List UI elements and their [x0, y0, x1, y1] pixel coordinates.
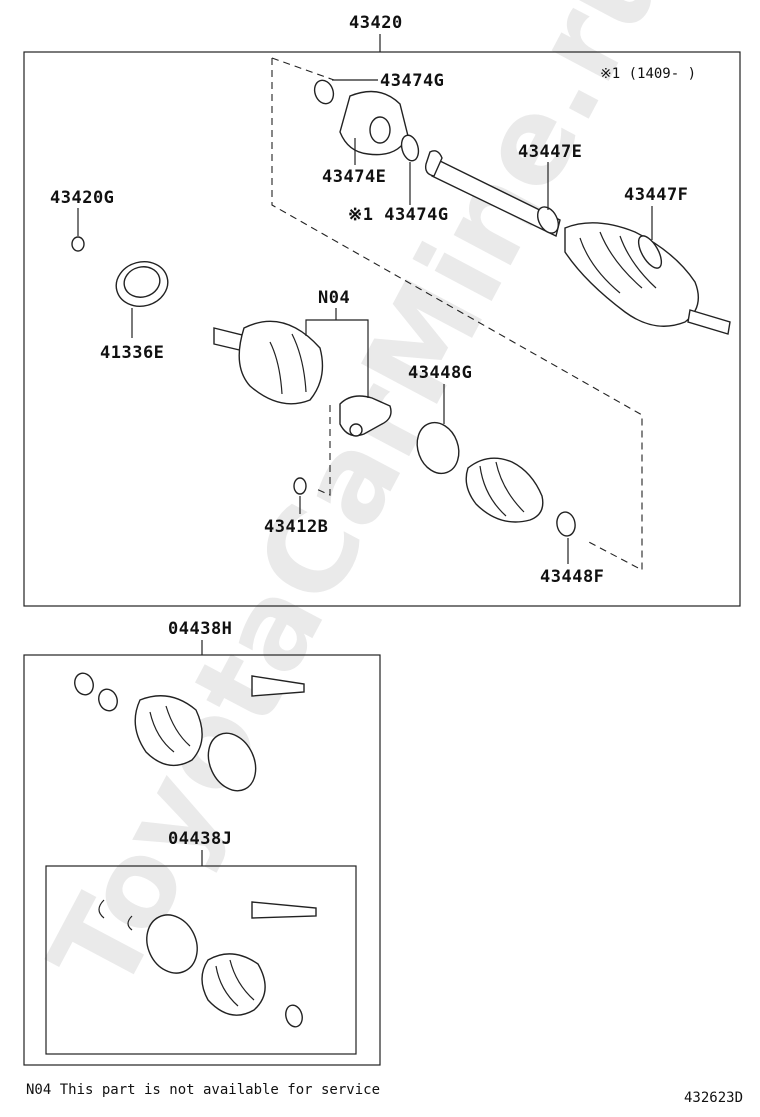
- label-43447F: 43447F: [624, 185, 688, 205]
- label-43474E: 43474E: [322, 167, 386, 187]
- inboard-joint-housing: [213, 320, 324, 405]
- inboard-boot: [465, 457, 544, 523]
- label-43447E: 43447E: [518, 142, 582, 162]
- group-frame-43420: [23, 51, 741, 607]
- label-43412B: 43412B: [264, 517, 328, 537]
- footnote: N04 This part is not available for servi…: [26, 1082, 380, 1098]
- kit-frame-04438J: [45, 865, 357, 1055]
- label-43448F: 43448F: [540, 567, 604, 587]
- kit-04438J-parts: [98, 899, 317, 1028]
- label-43448G: 43448G: [408, 363, 472, 383]
- drawing-id: 432623D: [684, 1090, 743, 1106]
- drive-shaft: [424, 150, 731, 335]
- seal-41336E: [115, 261, 169, 307]
- clamp-43448F: [556, 511, 576, 537]
- label-43420G: 43420G: [50, 188, 114, 208]
- snap-ring-43420G: [71, 236, 85, 252]
- label-43420: 43420: [349, 13, 403, 33]
- label-04438H: 04438H: [168, 619, 232, 639]
- period-note: ※1 (1409- ): [600, 66, 696, 82]
- label-N04: N04: [318, 288, 350, 308]
- label-43474G-bottom: ※1 43474G: [348, 205, 449, 225]
- snap-ring-43412B: [293, 477, 307, 495]
- clamp-43474G-top: [313, 79, 335, 105]
- label-04438J: 04438J: [168, 829, 232, 849]
- label-41336E: 41336E: [100, 343, 164, 363]
- label-43474G-top: 43474G: [380, 71, 444, 91]
- clamp-43474G-bottom: [400, 134, 420, 162]
- tripod-joint: [339, 395, 392, 437]
- inner-boot-43474E: [339, 90, 409, 156]
- clamp-43448G: [416, 421, 460, 475]
- kit-04438H-parts: [74, 672, 305, 792]
